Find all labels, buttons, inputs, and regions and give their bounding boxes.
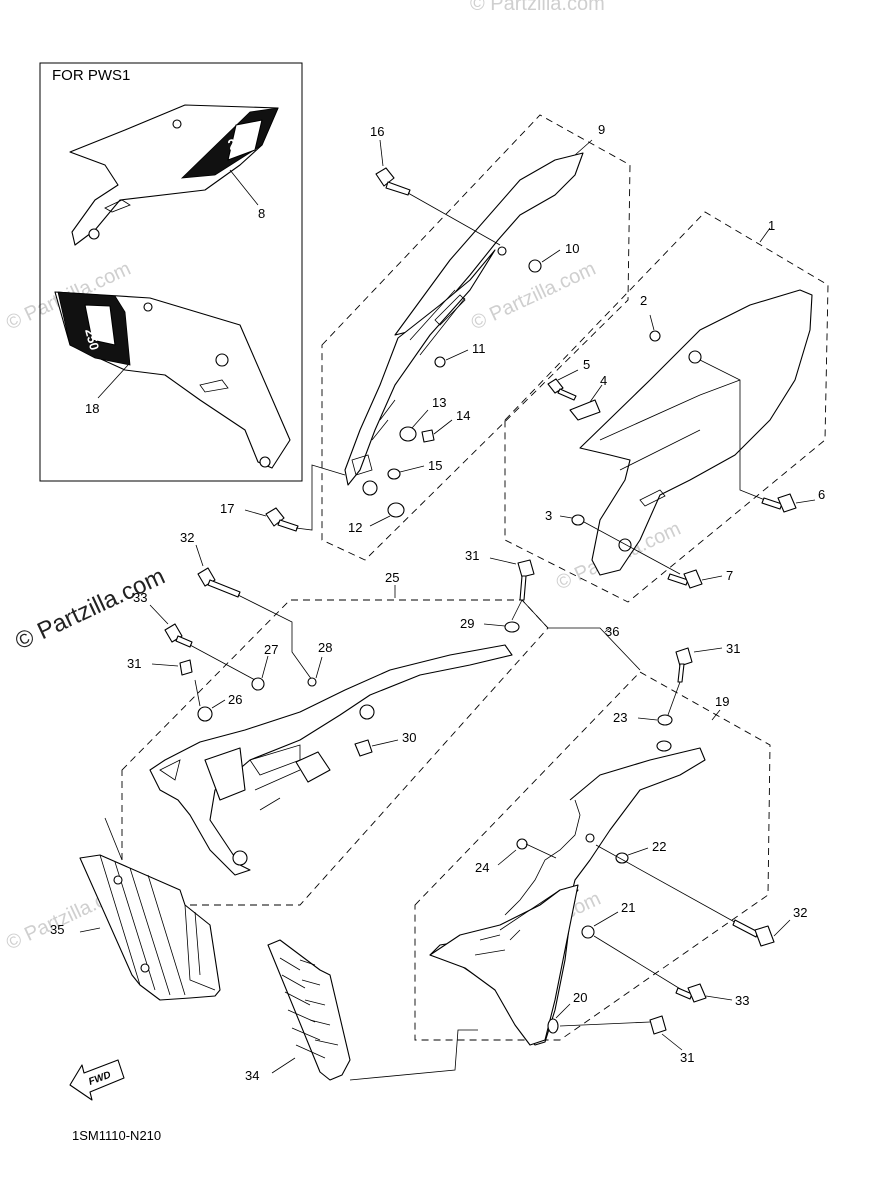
bolt-32-left [197, 567, 241, 598]
fwd-arrow-icon: FWD [69, 1059, 125, 1101]
callout-35: 35 [50, 922, 64, 937]
callout-32-right: 32 [793, 905, 807, 920]
screw-5 [547, 378, 577, 401]
watermark: © Partzilla.com [11, 563, 169, 656]
collar-21 [581, 925, 595, 939]
collar-30 [354, 739, 373, 757]
callout-4: 4 [600, 373, 607, 388]
callout-10: 10 [565, 241, 579, 256]
washer-29 [504, 621, 520, 633]
callout-17: 17 [220, 501, 234, 516]
group-1-frame [504, 211, 829, 603]
callout-31-right-bottom: 31 [680, 1050, 694, 1065]
grommet-12 [387, 502, 405, 518]
callout-20: 20 [573, 990, 587, 1005]
callout-7: 7 [726, 568, 733, 583]
radiator-guard-35 [79, 854, 221, 1001]
callout-34: 34 [245, 1068, 259, 1083]
callout-6: 6 [818, 487, 825, 502]
callout-13: 13 [432, 395, 446, 410]
washer-3 [571, 514, 585, 526]
callout-27: 27 [264, 642, 278, 657]
nut-24 [516, 838, 528, 850]
group-19-frame [414, 671, 771, 1041]
bolt-7 [667, 569, 703, 589]
bolt-16 [375, 167, 411, 196]
callout-15: 15 [428, 458, 442, 473]
callout-30: 30 [402, 730, 416, 745]
radiator-cover-19 [429, 740, 706, 1046]
callout-1: 1 [768, 218, 775, 233]
callout-19: 19 [715, 694, 729, 709]
callout-9: 9 [598, 122, 605, 137]
callout-36: 36 [605, 624, 619, 639]
callout-24: 24 [475, 860, 489, 875]
collar-11 [434, 356, 446, 368]
diagram-code: 1SM1110-N210 [72, 1128, 161, 1143]
callout-25: 25 [385, 570, 399, 585]
side-cover-1 [579, 289, 813, 576]
bolt-31-right-bottom [649, 1015, 667, 1035]
grommet-22 [615, 852, 629, 864]
grommet-10 [528, 259, 542, 273]
callout-31-right-top: 31 [726, 641, 740, 656]
nut-28 [307, 677, 317, 687]
bolt-32-right [732, 919, 775, 947]
air-scoop-9 [344, 152, 584, 496]
grommet-2 [649, 330, 661, 342]
bolt-33-right [675, 983, 707, 1003]
callout-12: 12 [348, 520, 362, 535]
callout-18: 18 [85, 401, 99, 416]
decal-lower: 250 [54, 291, 291, 469]
callout-11: 11 [472, 341, 486, 356]
bolt-6 [761, 493, 797, 513]
bolt-31-right-top [675, 647, 693, 683]
decal-upper: 250 [69, 104, 279, 246]
svg-text:250: 250 [82, 327, 102, 352]
grommet-20 [547, 1018, 559, 1034]
svg-text:250: 250 [226, 130, 254, 153]
callout-2: 2 [640, 293, 647, 308]
bolt-33-left [164, 623, 193, 648]
callout-28: 28 [318, 640, 332, 655]
callout-33-left: 33 [133, 590, 147, 605]
callout-32-left: 32 [180, 530, 194, 545]
grommet-26 [197, 706, 213, 722]
callout-29: 29 [460, 616, 474, 631]
callout-23: 23 [613, 710, 627, 725]
inset-frame [39, 62, 303, 482]
washer-23 [657, 714, 673, 726]
inset-title: FOR PWS1 [52, 67, 130, 84]
callout-14: 14 [456, 408, 470, 423]
damper-13 [399, 426, 417, 442]
callout-31-mid: 31 [465, 548, 479, 563]
radiator-guard-34 [267, 939, 351, 1081]
callout-31-left: 31 [127, 656, 141, 671]
callout-22: 22 [652, 839, 666, 854]
callout-26: 26 [228, 692, 242, 707]
bolt-17 [265, 507, 299, 532]
collar-14 [421, 429, 435, 443]
watermark: © Partzilla.com [470, 0, 605, 15]
collar-27 [251, 677, 265, 691]
clip-4 [569, 399, 601, 421]
callout-16: 16 [370, 124, 384, 139]
callout-33-right: 33 [735, 993, 749, 1008]
group-9-frame [321, 114, 631, 561]
bolt-31-left [179, 659, 193, 676]
inset-pws1: FOR PWS1 250 8 250 18 [39, 62, 303, 482]
callout-8: 8 [258, 206, 265, 221]
washer-15 [387, 468, 401, 480]
bolt-31-mid [517, 559, 535, 601]
callout-3: 3 [545, 508, 552, 523]
callout-21: 21 [621, 900, 635, 915]
radiator-bracket-25 [149, 644, 513, 876]
callout-5: 5 [583, 357, 590, 372]
